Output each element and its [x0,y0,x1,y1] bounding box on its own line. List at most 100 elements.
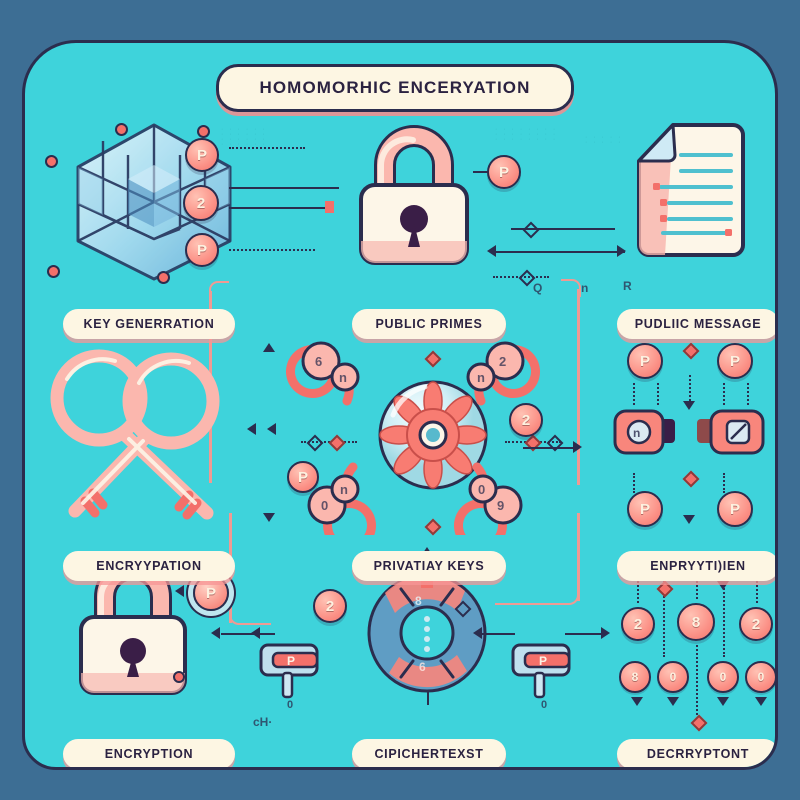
badge-label: P [297,468,308,486]
connector-lower-elbow [229,603,271,625]
arrow-left-icon [211,627,220,639]
key-token-left-icon: P [259,643,319,699]
panel-encryption-left [37,343,247,533]
arrow-left-icon [487,245,496,257]
label-text: PUDLIIC MESSAGE [634,317,762,331]
panel-decryption: 2 8 2 8 0 0 0 [611,567,775,732]
arrow-down-icon [683,515,695,524]
badge-label: 0 [669,670,677,684]
arrow-left-icon [251,627,260,639]
label-public-message: PUDLIIC MESSAGE [617,309,775,339]
texture-dots-c: · · · · · · · · · · [585,134,623,146]
diamond-accent [682,342,700,360]
accent-dot [115,123,128,136]
badge-label: P [498,163,509,181]
connector-left-elbow [209,281,229,299]
badge-d-8b[interactable]: 8 [619,661,651,693]
badge-p-top[interactable]: P [185,138,219,172]
badge-label: 8 [631,670,639,684]
arrow-right-icon [601,627,610,639]
svg-text:8: 8 [415,594,422,608]
dotted-connector [637,573,639,603]
label-text: ENCRYYPATION [96,559,202,573]
arrow-down-icon [631,697,643,706]
badge-2-private[interactable]: 2 [509,403,543,437]
dotted-connector [723,473,725,493]
dotted-connector [633,473,635,493]
label-text: DECRRYPTONT [646,747,750,761]
arrow-up-icon [263,343,275,352]
arrow-left-icon [175,585,184,597]
panel-encryption-right: P P n P P [613,339,775,535]
arrow-down-icon [667,697,679,706]
badge-p-tl[interactable]: P [627,343,663,379]
svg-text:6: 6 [419,660,426,674]
badge-p-br[interactable]: P [717,491,753,527]
badge-d-8a[interactable]: 8 [677,603,715,641]
svg-text:n: n [477,370,485,385]
star-accent [682,470,700,488]
arrow-down-icon [717,581,729,590]
arrow-right-icon [325,201,334,213]
badge-label: P [639,500,650,518]
dotted-connector [493,276,549,278]
solid-connector [481,633,515,635]
badge-p-private[interactable]: P [287,461,319,493]
svg-text:P: P [539,654,547,668]
badge-d-2a[interactable]: 2 [621,607,655,641]
panel-ciphertext: 8 6 [341,547,555,705]
accent-dot [45,155,58,168]
label-public-primes: PUBLIC PRIMES [352,309,506,339]
panel-public-primes: P [343,115,593,283]
solid-connector [221,633,275,635]
badge-p-tr[interactable]: P [717,343,753,379]
dotted-connector [229,249,315,251]
label-text: PUBLIC PRIMES [375,317,483,331]
badge-2-cipher[interactable]: 2 [313,589,347,623]
divider-right [577,289,580,485]
accent-dot [47,265,60,278]
page-title-text: HOMOMORHIC ENCERYATION [259,78,531,97]
badge-label: 0 [719,670,727,684]
badge-2-mid[interactable]: 2 [183,185,219,221]
label-text: CIPICHERTEXST [374,747,484,761]
arrow-left-icon [473,627,482,639]
annotation-ch: cH· [253,715,273,729]
label-text: ENCRYPTION [104,747,194,761]
dotted-connector [689,375,691,405]
badge-label: 2 [521,411,531,429]
label-private-keys: PRIVATIAY KEYS [352,551,506,581]
badge-d-0a[interactable]: 0 [657,661,689,693]
svg-text:0: 0 [321,498,328,513]
crossed-keys-icon [50,349,220,520]
badge-p-encryption[interactable]: P [193,575,229,611]
solid-connector [427,691,429,705]
diamond-accent [690,714,708,732]
dotted-connector [747,383,749,405]
arrow-down-icon [717,697,729,706]
accent-dot [173,671,185,683]
label-decryption: DECRRYPTONT [617,739,775,767]
badge-p-primes[interactable]: P [487,155,521,189]
badge-label: P [196,241,207,259]
label-key-generation: KEY GENERRATION [63,309,235,339]
document-icon [637,123,745,257]
accent-dot [157,271,170,284]
badge-p-bl[interactable]: P [627,491,663,527]
badge-d-0b[interactable]: 0 [707,661,739,693]
badge-d-2b[interactable]: 2 [739,607,773,641]
solid-connector [495,251,625,253]
annotation-zero-right: 0 [541,699,548,711]
arrow-down-icon [421,579,433,588]
badge-d-0c[interactable]: 0 [745,661,775,693]
dotted-connector [657,383,659,405]
badge-p-bottom[interactable]: P [185,233,219,267]
annotation-r: R [623,279,632,293]
accent-dot [197,125,210,138]
connector-lower-right-elbow [495,583,579,605]
svg-text:n: n [340,482,348,497]
split-ring-icon: 8 6 [367,573,487,693]
svg-text:6: 6 [315,354,322,369]
badge-label: 2 [633,615,643,633]
